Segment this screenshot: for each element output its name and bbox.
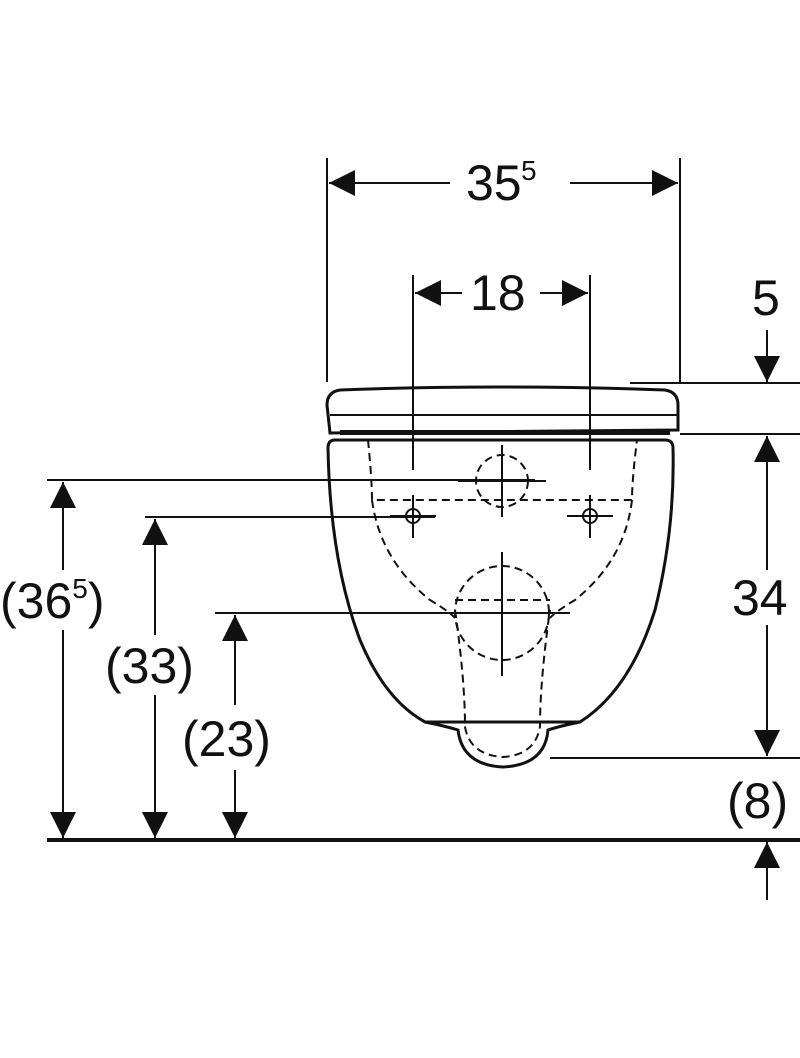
dimension-seat-height: (365) xyxy=(0,479,535,838)
label-fixing-spacing: 18 xyxy=(470,265,526,321)
dimension-bowl-height: 34 xyxy=(550,436,800,759)
dimension-fixing-height: (33) xyxy=(105,516,435,838)
toilet-seat xyxy=(325,385,680,435)
fixing-point-right xyxy=(567,495,613,538)
svg-text:5: 5 xyxy=(521,155,537,186)
dimension-outlet-height: (23) xyxy=(182,612,570,838)
label-total-width: 35 xyxy=(466,155,522,211)
dimension-total-width: 35 5 xyxy=(326,155,681,382)
label-fixing-height: (33) xyxy=(105,638,194,694)
label-outlet-height: (23) xyxy=(182,711,271,767)
label-trap-clearance: (8) xyxy=(727,773,788,829)
dimension-trap-clearance: (8) xyxy=(727,773,788,900)
label-seat-thickness: 5 xyxy=(752,270,780,326)
toilet-bowl xyxy=(326,438,675,769)
label-bowl-height: 34 xyxy=(732,570,788,626)
dimension-fixing-spacing: 18 xyxy=(412,265,591,470)
dimension-seat-thickness: 5 xyxy=(630,270,800,435)
label-seat-height: (365) xyxy=(0,573,105,629)
